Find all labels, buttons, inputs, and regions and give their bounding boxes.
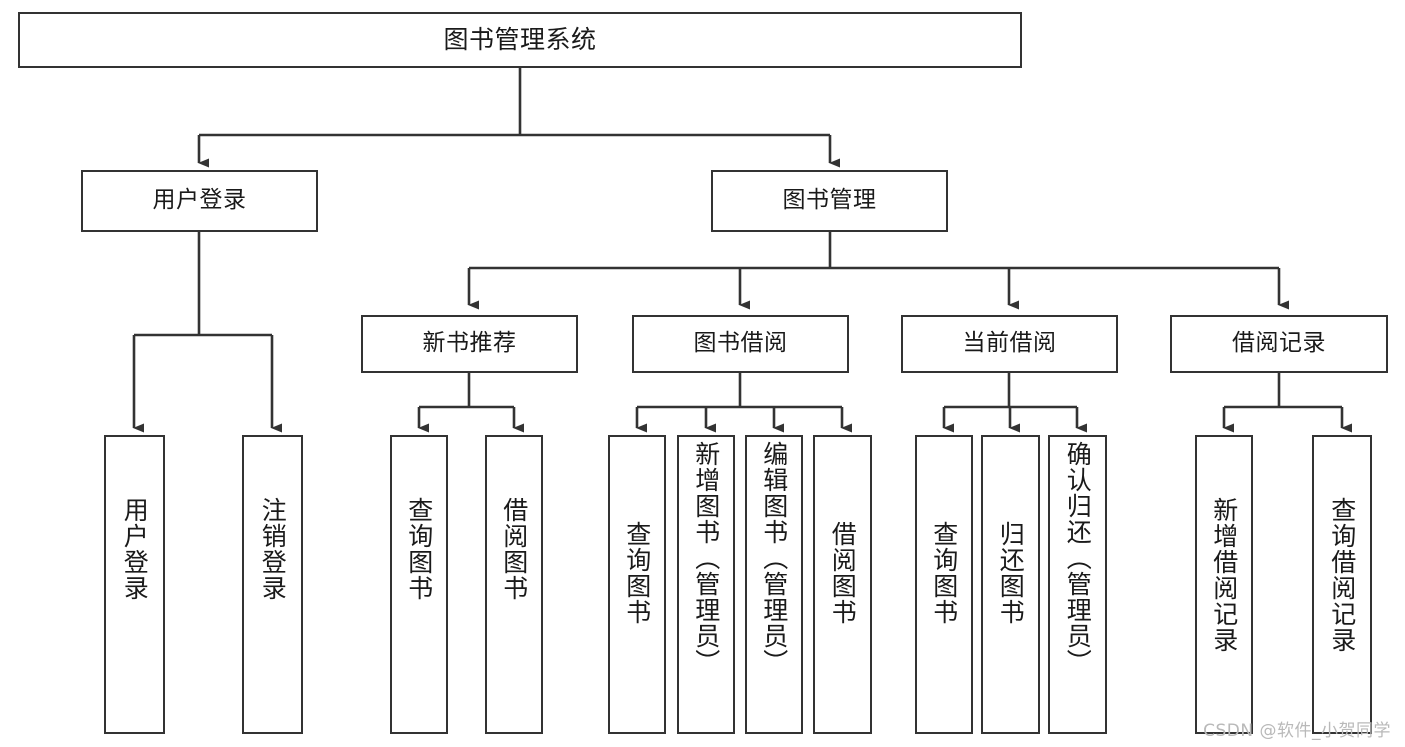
node-leaf-user-logout-label: 注销登录 (258, 497, 288, 601)
node-leaf-query-book-1-label: 查询图书 (404, 497, 434, 601)
node-borrow-record[interactable]: 借阅记录 (1170, 315, 1388, 373)
node-leaf-query-book-1[interactable]: 查询图书 (390, 435, 448, 734)
node-leaf-borrow-book-1-label: 借阅图书 (499, 497, 529, 601)
node-leaf-user-logout[interactable]: 注销登录 (242, 435, 303, 734)
node-user-login-label: 用户登录 (152, 187, 247, 214)
node-root[interactable]: 图书管理系统 (18, 12, 1022, 68)
node-leaf-query-record[interactable]: 查询借阅记录 (1312, 435, 1372, 734)
node-leaf-add-record[interactable]: 新增借阅记录 (1195, 435, 1253, 734)
node-root-label: 图书管理系统 (443, 25, 597, 55)
node-leaf-confirm-return-label: 确认归还（管理员） (1063, 441, 1093, 675)
node-leaf-borrow-book-2[interactable]: 借阅图书 (813, 435, 872, 734)
node-leaf-borrow-book-1[interactable]: 借阅图书 (485, 435, 543, 734)
node-leaf-edit-book-label: 编辑图书（管理员） (759, 441, 789, 675)
node-new-book-recommend[interactable]: 新书推荐 (361, 315, 578, 373)
node-leaf-query-book-3[interactable]: 查询图书 (915, 435, 973, 734)
node-book-borrow[interactable]: 图书借阅 (632, 315, 849, 373)
node-new-book-recommend-label: 新书推荐 (422, 330, 517, 357)
node-leaf-edit-book[interactable]: 编辑图书（管理员） (745, 435, 803, 734)
node-book-borrow-label: 图书借阅 (693, 330, 788, 357)
node-leaf-return-book[interactable]: 归还图书 (981, 435, 1040, 734)
node-leaf-borrow-book-2-label: 借阅图书 (828, 521, 858, 625)
csdn-watermark: CSDN @软件_小贺同学 (1203, 721, 1391, 741)
node-current-borrow[interactable]: 当前借阅 (901, 315, 1118, 373)
node-book-manage[interactable]: 图书管理 (711, 170, 948, 232)
node-current-borrow-label: 当前借阅 (962, 330, 1057, 357)
node-leaf-query-book-3-label: 查询图书 (929, 521, 959, 625)
node-leaf-query-book-2-label: 查询图书 (622, 521, 652, 625)
node-leaf-user-login[interactable]: 用户登录 (104, 435, 165, 734)
node-borrow-record-label: 借阅记录 (1232, 330, 1326, 357)
node-leaf-query-book-2[interactable]: 查询图书 (608, 435, 666, 734)
node-leaf-add-book-label: 新增图书（管理员） (691, 441, 721, 675)
node-leaf-query-record-label: 查询借阅记录 (1327, 497, 1357, 653)
node-leaf-user-login-label: 用户登录 (120, 497, 150, 601)
node-leaf-return-book-label: 归还图书 (996, 521, 1026, 625)
node-leaf-add-book[interactable]: 新增图书（管理员） (677, 435, 735, 734)
node-leaf-confirm-return[interactable]: 确认归还（管理员） (1048, 435, 1107, 734)
node-user-login[interactable]: 用户登录 (81, 170, 318, 232)
node-book-manage-label: 图书管理 (782, 187, 877, 214)
node-leaf-add-record-label: 新增借阅记录 (1209, 497, 1239, 653)
